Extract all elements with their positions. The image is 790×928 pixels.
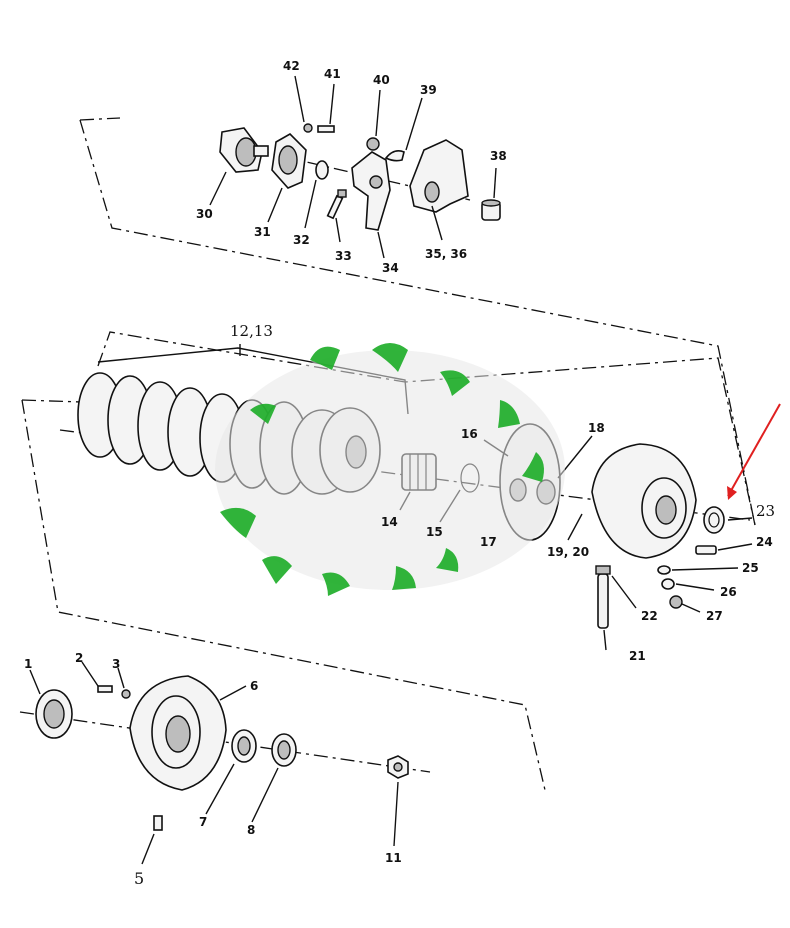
callout-39: 39: [420, 83, 437, 97]
callout-33: 33: [335, 249, 352, 263]
callout-31: 31: [254, 225, 271, 239]
part-3-washer: [121, 689, 131, 699]
part-5-plug: [153, 815, 163, 831]
callout-labels: 30 31 32 33 34 35, 36 38 39 40 41 42 12,…: [24, 59, 775, 888]
red-pointer-arrow: [727, 403, 781, 500]
callout-2: 2: [75, 651, 83, 665]
callout-24: 24: [756, 535, 773, 549]
callout-40: 40: [373, 73, 390, 87]
callout-35-36: 35, 36: [425, 247, 467, 261]
part-25-washer: [657, 565, 671, 575]
callout-21: 21: [629, 649, 646, 663]
callout-7: 7: [199, 815, 207, 829]
part-42-nut: [303, 123, 313, 133]
callout-8: 8: [247, 823, 255, 837]
part-19-20-housing: [591, 443, 697, 559]
part-34-lever: [351, 151, 391, 231]
callout-30: 30: [196, 207, 213, 221]
callout-23: 23: [756, 502, 775, 520]
callout-11: 11: [385, 851, 402, 865]
callout-38: 38: [490, 149, 507, 163]
callout-25: 25: [742, 561, 759, 575]
callout-15: 15: [426, 525, 443, 539]
part-31-gasket: [271, 133, 307, 189]
bottom-assembly: [35, 675, 409, 831]
part-33-bolt: [326, 189, 347, 220]
callout-32: 32: [293, 233, 310, 247]
callout-6: 6: [250, 679, 258, 693]
watermark: [215, 343, 565, 596]
callout-22: 22: [641, 609, 658, 623]
part-27-nut: [669, 595, 683, 609]
part-41-screw: [317, 125, 335, 133]
part-24-bolt: [695, 545, 717, 555]
part-2-bolt: [97, 685, 113, 693]
callout-34: 34: [382, 261, 399, 275]
part-6-cover: [129, 675, 227, 791]
part-11-nut: [387, 755, 409, 779]
part-35-36-bracket: [409, 139, 469, 213]
callout-27: 27: [706, 609, 723, 623]
part-1-seal: [35, 689, 73, 739]
callout-42: 42: [283, 59, 300, 73]
part-26-washer: [661, 578, 675, 590]
part-23-seal-ring: [703, 506, 725, 534]
callout-18: 18: [588, 421, 605, 435]
part-40-ball: [366, 137, 380, 151]
callout-3: 3: [112, 657, 120, 671]
callout-19-20: 19, 20: [547, 545, 589, 559]
callout-1: 1: [24, 657, 32, 671]
part-21-pin: [597, 573, 609, 629]
callout-16: 16: [461, 427, 478, 441]
callout-41: 41: [324, 67, 341, 81]
part-30-flange: [219, 127, 269, 173]
callout-17: 17: [480, 535, 497, 549]
callout-26: 26: [720, 585, 737, 599]
part-7-bearing-cup: [231, 729, 257, 763]
part-38-bushing: [481, 199, 501, 221]
part-39-key: [384, 150, 405, 162]
callout-12-13: 12,13: [230, 322, 273, 340]
part-32-washer: [315, 160, 329, 180]
top-assembly: [219, 123, 501, 231]
part-22-collar: [595, 565, 611, 575]
callout-14: 14: [381, 515, 398, 529]
part-8-bearing-cone: [271, 733, 297, 767]
callout-5: 5: [134, 869, 144, 888]
